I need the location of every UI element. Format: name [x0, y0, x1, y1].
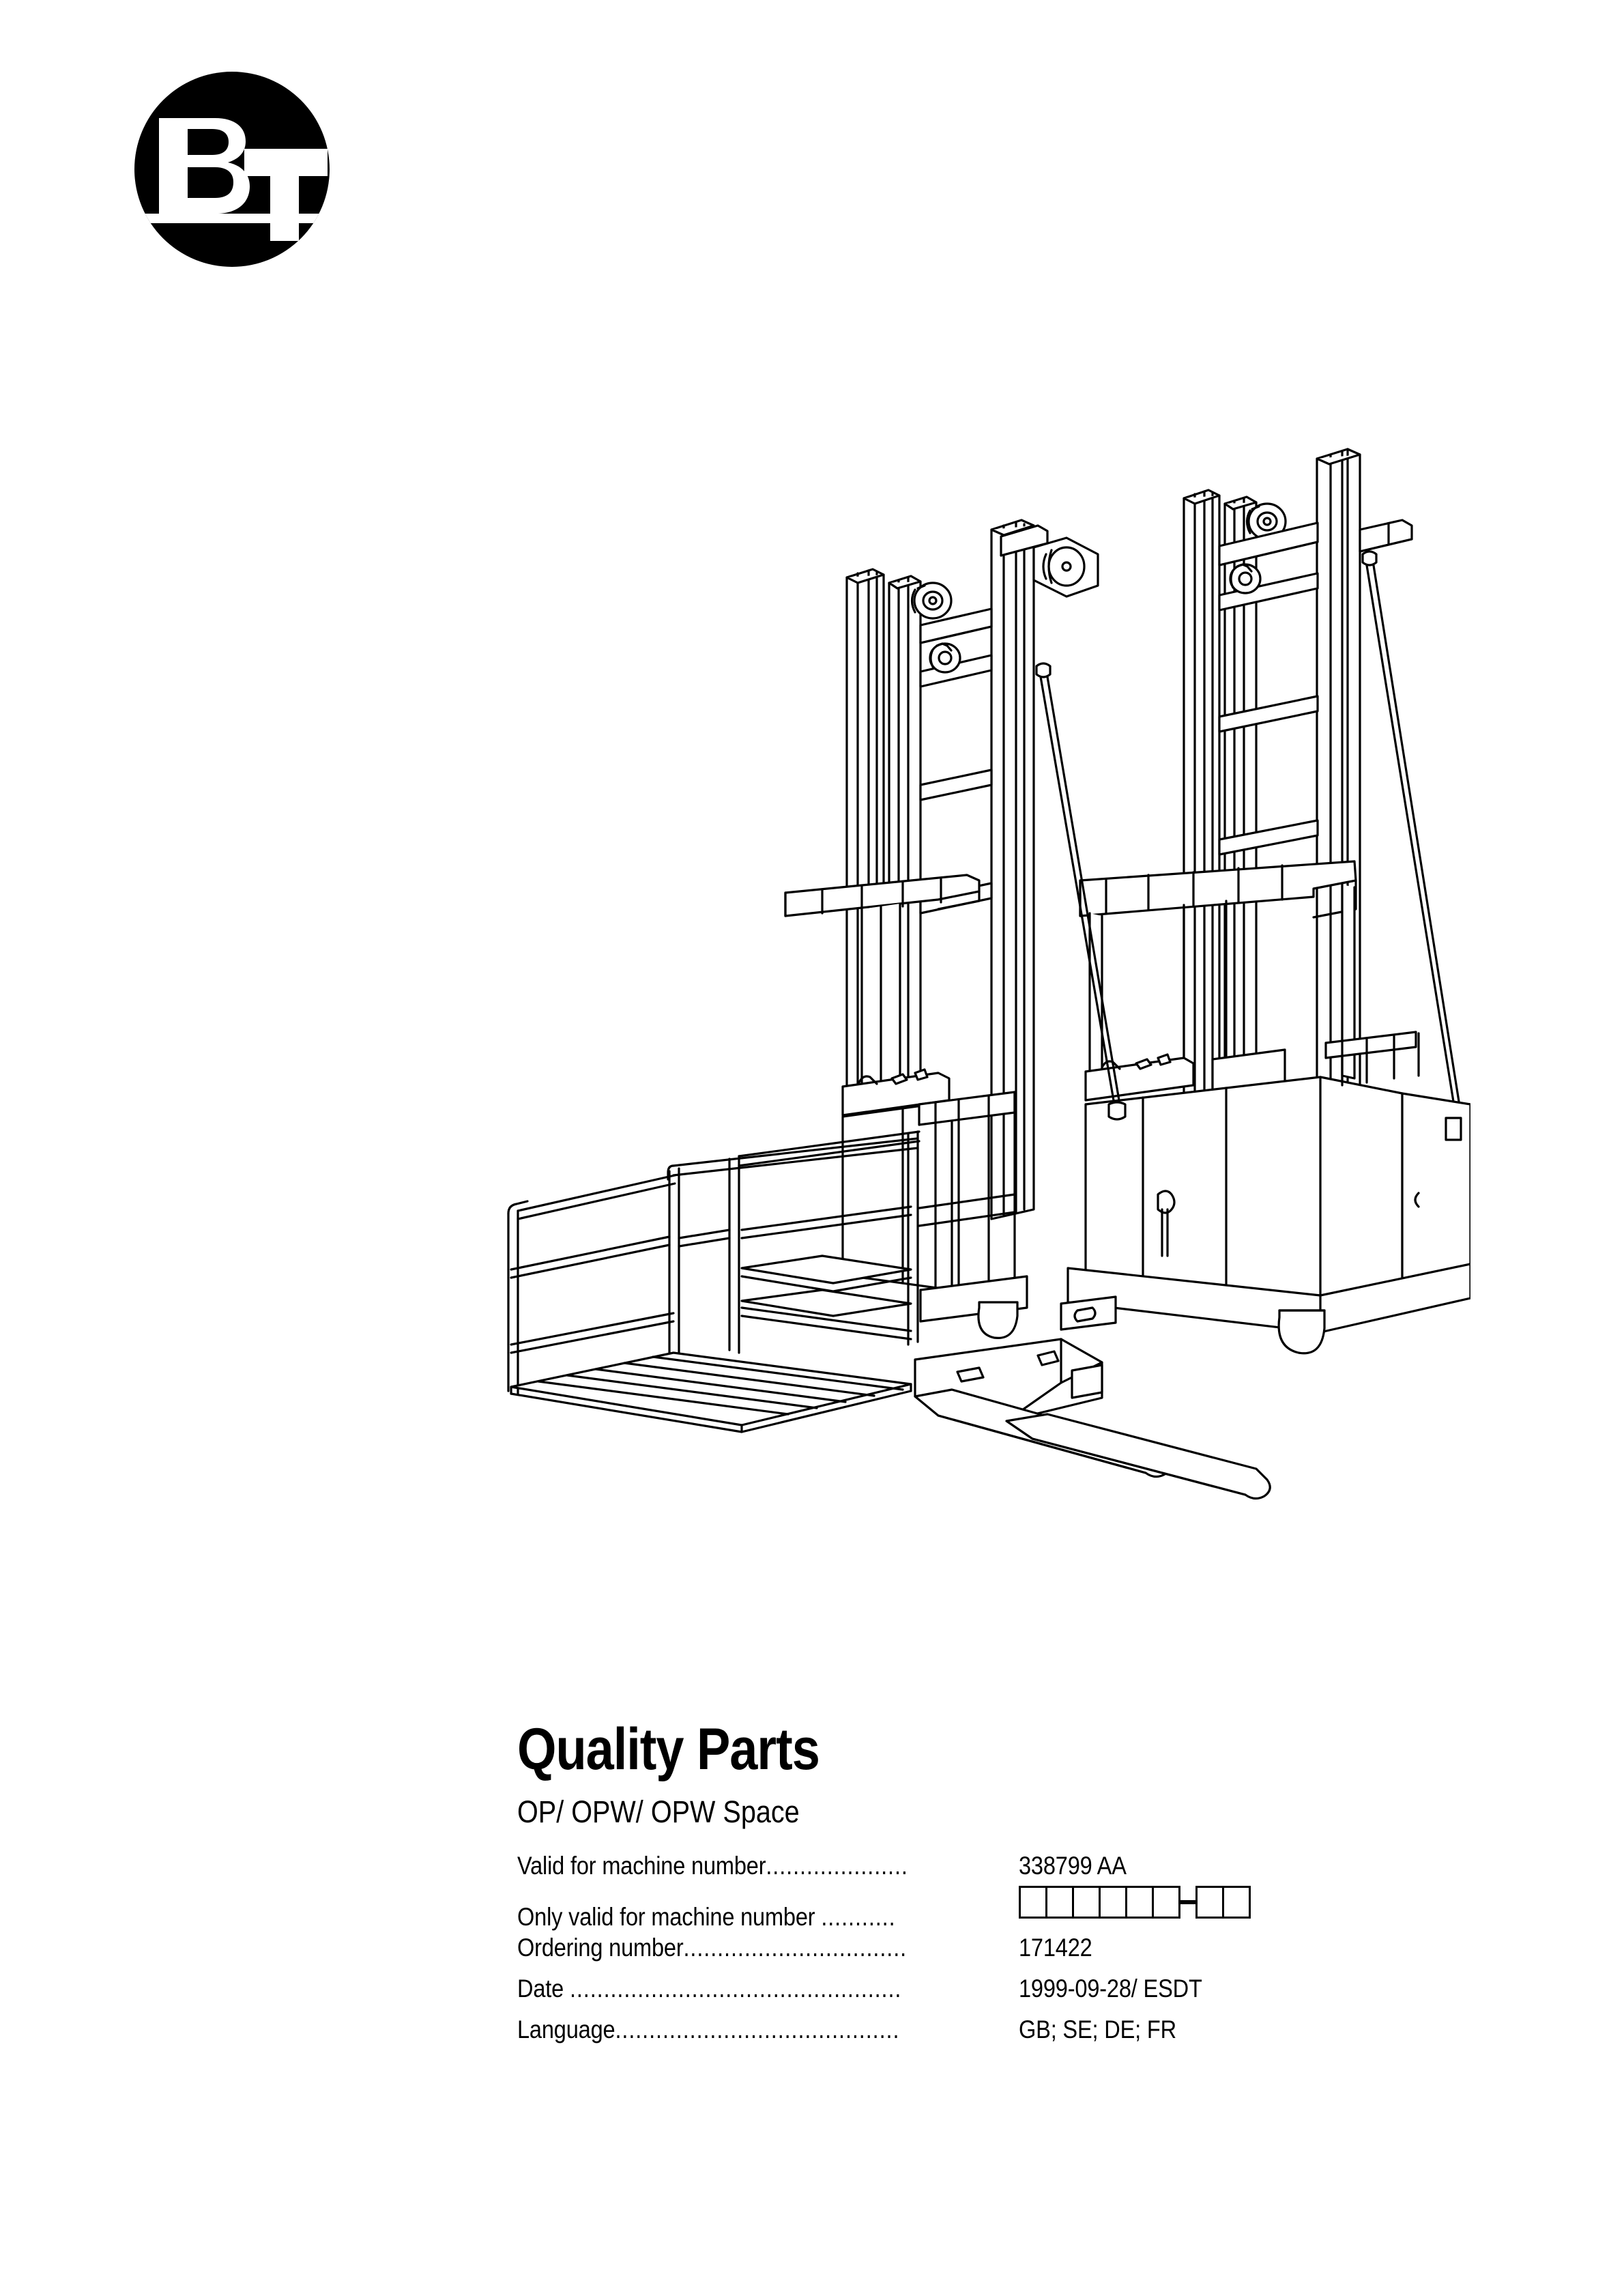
spec-label-wrap: Ordering number.........................…: [517, 1934, 988, 1962]
spec-value-valid-for-machine-number: 338799 AA: [988, 1852, 1397, 1880]
right-truck-outrigger: [1060, 1295, 1117, 1331]
left-truck-secondary-pulley: [929, 642, 961, 674]
right-truck-overhead-guard: [1079, 860, 1357, 1089]
machine-number-separator-dash: [1180, 1900, 1195, 1904]
logo-letters: [134, 118, 330, 241]
spec-label: Only valid for machine number: [517, 1903, 822, 1931]
spec-label: Date: [517, 1975, 570, 2003]
machine-number-boxes-left[interactable]: [1019, 1886, 1180, 1919]
page-subtitle: OP/ OPW/ OPW Space: [517, 1794, 800, 1829]
left-truck-rear-rail: [918, 1091, 1016, 1298]
logo-letter-b-counter-top: [188, 129, 229, 155]
logo-underline: [134, 214, 330, 223]
right-truck-secondary-pulley: [1229, 563, 1262, 594]
right-truck-body: [1084, 1076, 1404, 1300]
machine-number-box[interactable]: [1072, 1886, 1101, 1919]
spec-leader: .................................: [683, 1934, 908, 1962]
machine-number-boxes-right[interactable]: [1195, 1886, 1251, 1919]
spec-value-text: GB; SE; DE; FR: [1019, 2015, 1176, 2043]
spec-leader: ........................................…: [569, 1975, 902, 2003]
spec-leader: ........................................…: [615, 2015, 900, 2043]
title-block: Quality Parts OP/ OPW/ OPW Space Valid f…: [517, 1717, 1397, 2056]
spec-list: Valid for machine number................…: [517, 1852, 1397, 2056]
spec-leader: ...........: [821, 1903, 896, 1931]
machine-number-box[interactable]: [1222, 1886, 1251, 1919]
left-truck-mast-pulley: [910, 582, 953, 620]
spec-label: Language: [517, 2015, 615, 2043]
machine-number-box[interactable]: [1152, 1886, 1180, 1919]
spec-value-ordering-number: 171422: [988, 1934, 1397, 1962]
machine-number-entry-field[interactable]: [988, 1886, 1397, 1919]
spec-row-date: Date ...................................…: [517, 1975, 1397, 2015]
left-truck-overhead-guard: [784, 874, 981, 1102]
machine-number-box[interactable]: [1099, 1886, 1127, 1919]
right-truck-mast-pulley: [1245, 502, 1287, 541]
logo-letter-b-counter-bottom: [188, 167, 233, 198]
pallet-forks: [914, 1338, 1271, 1500]
bt-logo: [134, 72, 330, 267]
spec-value-text: 1999-09-28/ ESDT: [1019, 1975, 1202, 2003]
spec-label-wrap: Language................................…: [517, 2015, 988, 2044]
spec-value-text: 338799 AA: [1019, 1852, 1127, 1880]
order-picker-trucks-illustration: [502, 403, 1470, 1590]
spec-label-wrap: Only valid for machine number ..........…: [517, 1903, 988, 1932]
machine-number-box[interactable]: [1195, 1886, 1224, 1919]
spec-label-wrap: Date ...................................…: [517, 1975, 988, 2003]
spec-row-language: Language................................…: [517, 2015, 1397, 2056]
cage-platform: [507, 1130, 920, 1433]
spec-row-ordering-number: Ordering number.........................…: [517, 1934, 1397, 1975]
spec-value-date: 1999-09-28/ ESDT: [988, 1975, 1397, 2003]
spec-row-only-valid-for-machine-number: Only valid for machine number ..........…: [517, 1886, 1397, 1934]
spec-value-text: 171422: [1019, 1934, 1092, 1962]
spec-label-wrap: Valid for machine number................…: [517, 1852, 988, 1880]
spec-label: Valid for machine number: [517, 1852, 766, 1880]
right-truck-rear-cowl: [1401, 1092, 1470, 1283]
machine-number-box[interactable]: [1125, 1886, 1154, 1919]
left-truck-safety-cable: [1035, 662, 1127, 1121]
page-title: Quality Parts: [517, 1717, 820, 1782]
left-truck-top-pulley-assembly: [1000, 524, 1099, 598]
spec-label: Ordering number: [517, 1934, 684, 1962]
machine-number-box[interactable]: [1045, 1886, 1074, 1919]
right-truck-top-bracket: [1359, 519, 1413, 553]
left-truck-base: [919, 1275, 1028, 1339]
right-truck-mast-crossmembers: [1218, 521, 1319, 856]
spec-value-language: GB; SE; DE; FR: [988, 2015, 1397, 2044]
spec-row-valid-for-machine-number: Valid for machine number................…: [517, 1852, 1397, 1893]
spec-leader: .....................: [766, 1852, 908, 1880]
right-truck-rear-rails: [1324, 1031, 1420, 1087]
logo-letter-t-stem: [270, 149, 299, 241]
machine-number-box[interactable]: [1019, 1886, 1047, 1919]
